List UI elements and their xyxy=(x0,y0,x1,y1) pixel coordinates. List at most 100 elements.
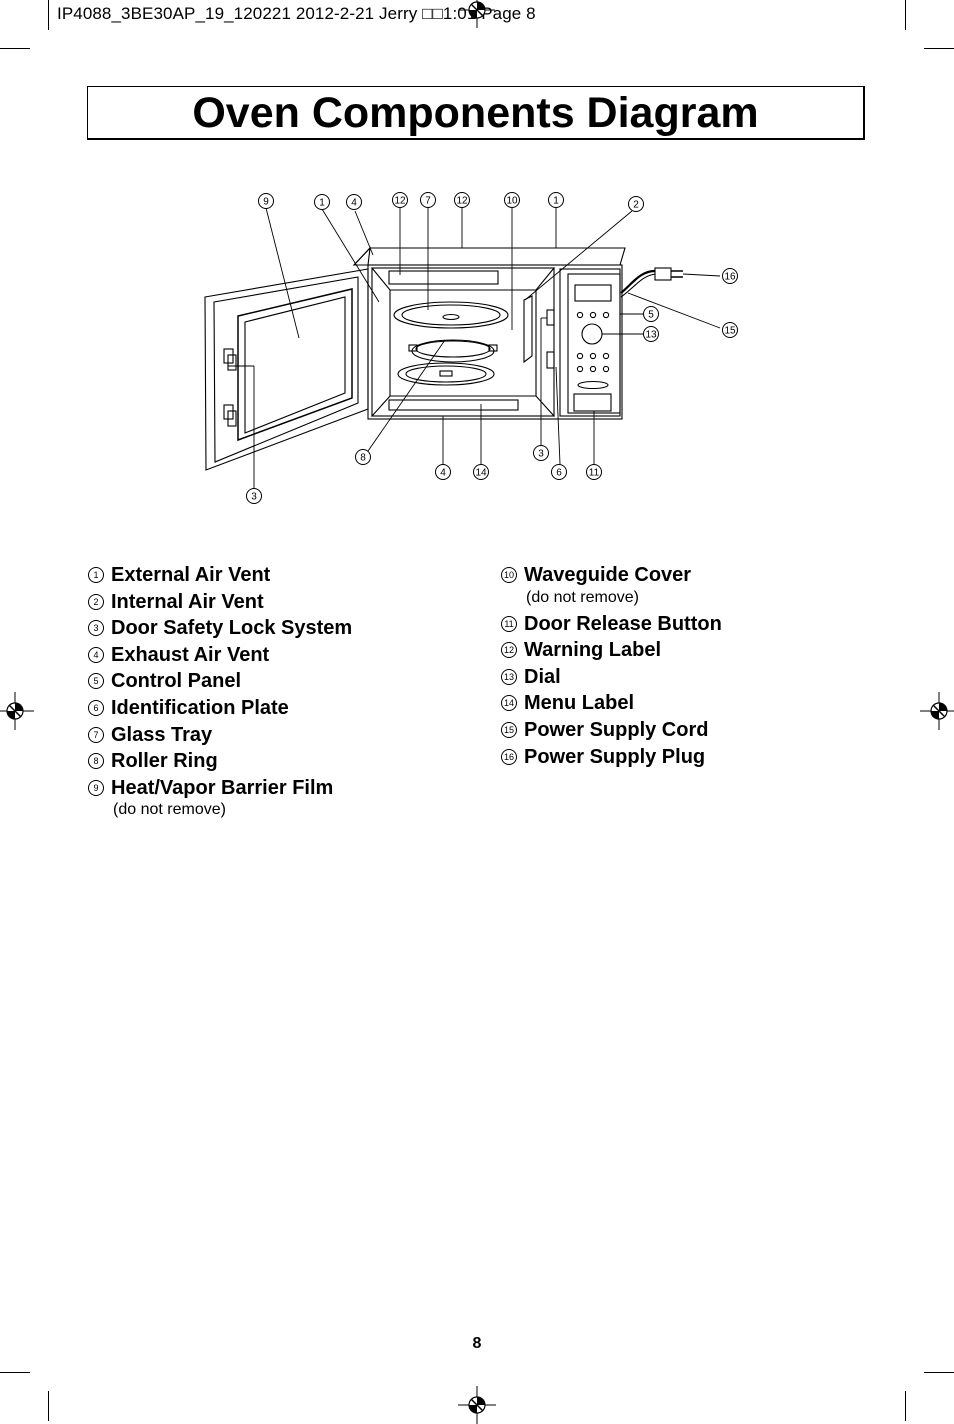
part-name: Waveguide Cover xyxy=(524,564,692,586)
svg-text:4: 4 xyxy=(440,468,446,479)
part-number: 11 xyxy=(501,615,517,632)
part-item: 12 Warning Label xyxy=(501,639,722,666)
crop-mark xyxy=(48,1391,49,1421)
svg-text:10: 10 xyxy=(506,196,518,207)
part-name: Heat/Vapor Barrier Film xyxy=(111,776,334,799)
oven-body xyxy=(352,246,683,420)
part-number: 9 xyxy=(88,779,104,796)
callout-3: 3 xyxy=(533,445,549,461)
part-name: External Air Vent xyxy=(111,564,271,586)
part-item: 1 External Air Vent xyxy=(88,564,352,591)
title-box: Oven Components Diagram xyxy=(87,86,865,140)
svg-text:3: 3 xyxy=(251,492,257,503)
svg-text:7: 7 xyxy=(425,196,431,207)
part-number: 10 xyxy=(501,567,517,583)
part-number: 3 xyxy=(88,620,104,637)
callout-12: 12 xyxy=(454,192,470,208)
crop-mark xyxy=(924,1372,954,1373)
part-name: Identification Plate xyxy=(111,696,289,719)
part-name: Door Release Button xyxy=(524,612,722,635)
svg-text:4: 4 xyxy=(351,198,357,209)
callout-numbers: 9 1 4 12 7 12 10 1 2 16 5 13 15 8 4 14 3… xyxy=(246,192,738,504)
callout-11: 11 xyxy=(586,464,602,480)
part-name: Glass Tray xyxy=(111,723,213,746)
print-slug: IP4088_3BE30AP_19_120221 2012-2-21 Jerry… xyxy=(57,4,536,23)
registration-mark-icon xyxy=(0,692,34,730)
callout-4: 4 xyxy=(346,194,362,210)
part-number: 12 xyxy=(501,642,517,659)
callout-9: 9 xyxy=(258,193,274,209)
part-number: 5 xyxy=(88,673,104,690)
part-name: Warning Label xyxy=(524,639,662,662)
part-number: 7 xyxy=(88,726,104,743)
part-item: 15 Power Supply Cord xyxy=(501,719,722,746)
svg-text:2: 2 xyxy=(633,200,639,211)
callout-16: 16 xyxy=(722,268,738,284)
svg-text:12: 12 xyxy=(394,196,406,207)
callout-7: 7 xyxy=(420,192,436,208)
part-number: 14 xyxy=(501,695,517,712)
svg-text:6: 6 xyxy=(556,468,562,479)
part-item: 7 Glass Tray xyxy=(88,724,352,751)
part-number: 8 xyxy=(88,753,104,770)
callout-15: 15 xyxy=(722,322,738,338)
part-name: Menu Label xyxy=(524,692,635,715)
page-title: Oven Components Diagram xyxy=(192,89,759,137)
svg-text:14: 14 xyxy=(475,468,487,479)
part-number: 1 xyxy=(88,567,104,583)
registration-mark-icon xyxy=(458,1386,496,1424)
callout-13: 13 xyxy=(643,326,659,342)
crop-mark xyxy=(48,0,49,30)
callout-2: 2 xyxy=(628,196,644,212)
svg-text:1: 1 xyxy=(553,196,559,207)
crop-mark xyxy=(905,0,906,30)
svg-text:1: 1 xyxy=(319,198,325,209)
registration-mark-icon xyxy=(920,692,954,730)
callout-1: 1 xyxy=(314,194,330,210)
svg-text:8: 8 xyxy=(360,453,366,464)
callout-10: 10 xyxy=(504,192,520,208)
part-number: 15 xyxy=(501,721,517,738)
page-number: 8 xyxy=(472,1335,482,1352)
part-name: Power Supply Plug xyxy=(524,745,706,768)
part-name: Dial xyxy=(524,665,561,688)
part-note: (do not remove) xyxy=(113,801,226,819)
callout-14: 14 xyxy=(473,464,489,480)
callout-5: 5 xyxy=(643,306,659,322)
oven-door xyxy=(204,268,369,471)
svg-text:5: 5 xyxy=(648,310,654,321)
part-number: 2 xyxy=(88,593,104,610)
svg-text:15: 15 xyxy=(724,326,736,337)
part-item: 11 Door Release Button xyxy=(501,613,722,640)
part-name: Exhaust Air Vent xyxy=(111,643,270,666)
part-item: 10 Waveguide Cover xyxy=(501,564,722,591)
crop-mark xyxy=(0,48,30,49)
part-item: 3 Door Safety Lock System xyxy=(88,617,352,644)
part-name: Power Supply Cord xyxy=(524,718,709,741)
svg-text:9: 9 xyxy=(263,197,269,208)
registration-mark-icon xyxy=(459,0,495,28)
crop-mark xyxy=(0,1372,30,1373)
callout-4: 4 xyxy=(435,464,451,480)
part-number: 6 xyxy=(88,699,104,716)
part-item: 16 Power Supply Plug xyxy=(501,746,722,773)
callout-3: 3 xyxy=(246,488,262,504)
callout-6: 6 xyxy=(551,464,567,480)
callout-8: 8 xyxy=(355,449,371,465)
part-number: 13 xyxy=(501,668,517,685)
part-item: 8 Roller Ring xyxy=(88,750,352,777)
part-number: 16 xyxy=(501,748,517,765)
part-item: 9 Heat/Vapor Barrier Film xyxy=(88,777,352,804)
part-name: Roller Ring xyxy=(111,750,218,773)
part-name: Door Safety Lock System xyxy=(111,617,353,640)
part-item: 14 Menu Label xyxy=(501,692,722,719)
part-item: 13 Dial xyxy=(501,666,722,693)
part-number: 4 xyxy=(88,646,104,663)
svg-text:3: 3 xyxy=(538,449,544,460)
part-item: 4 Exhaust Air Vent xyxy=(88,644,352,671)
callout-lines xyxy=(228,207,721,488)
oven-diagram: 9 1 4 12 7 12 10 1 2 16 5 13 15 8 4 14 3… xyxy=(204,192,738,504)
